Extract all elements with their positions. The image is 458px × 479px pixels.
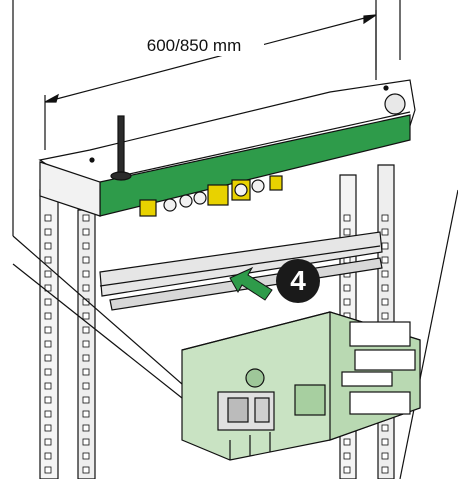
rack-hole xyxy=(381,256,389,264)
rack-hole xyxy=(82,410,90,418)
rack-hole xyxy=(44,270,52,278)
rack-hole xyxy=(82,382,90,390)
rack-hole xyxy=(44,340,52,348)
dimension-label: 600/850 mm xyxy=(124,36,264,56)
rack-hole xyxy=(82,214,90,222)
rack-hole xyxy=(82,326,90,334)
rack-hole xyxy=(82,368,90,376)
antenna-icon xyxy=(110,115,132,181)
rack-hole xyxy=(44,438,52,446)
rack-hole xyxy=(343,466,351,474)
rack-hole xyxy=(343,298,351,306)
rack-hole xyxy=(343,452,351,460)
rack-hole xyxy=(82,284,90,292)
rack-hole xyxy=(381,424,389,432)
rack-hole xyxy=(44,382,52,390)
rack-hole xyxy=(82,270,90,278)
rack-hole xyxy=(343,284,351,292)
callout-lines xyxy=(12,235,183,399)
rack-hole xyxy=(44,256,52,264)
rack-hole xyxy=(44,312,52,320)
rack-hole xyxy=(44,424,52,432)
rack-hole xyxy=(82,452,90,460)
rack-hole xyxy=(381,298,389,306)
rack-hole xyxy=(381,270,389,278)
rack-hole xyxy=(44,396,52,404)
rack-hole xyxy=(82,340,90,348)
rack-hole xyxy=(343,228,351,236)
rack-hole xyxy=(82,438,90,446)
rack-hole xyxy=(82,256,90,264)
rack-hole xyxy=(44,466,52,474)
rack-hole xyxy=(82,396,90,404)
rack-hole xyxy=(381,438,389,446)
push-arrow-icon xyxy=(229,266,273,301)
rack-hole xyxy=(381,452,389,460)
gateway-housing xyxy=(38,79,416,217)
rack-hole xyxy=(82,466,90,474)
rack-hole xyxy=(381,214,389,222)
rack-hole xyxy=(44,452,52,460)
rack-hole xyxy=(343,438,351,446)
rack-hole xyxy=(44,354,52,362)
rack-hole xyxy=(44,326,52,334)
rack-hole xyxy=(44,228,52,236)
rack-hole xyxy=(82,354,90,362)
rack-hole xyxy=(44,298,52,306)
rack-hole xyxy=(381,284,389,292)
rack-hole xyxy=(82,242,90,250)
dimension-arrow xyxy=(44,10,377,150)
rack-hole xyxy=(82,424,90,432)
rack-hole xyxy=(44,242,52,250)
step-number-badge: 4 xyxy=(276,259,320,303)
rack-hole xyxy=(381,466,389,474)
rack-hole xyxy=(381,228,389,236)
rack-hole xyxy=(82,228,90,236)
rack-hole xyxy=(82,312,90,320)
rack-hole xyxy=(44,214,52,222)
rack-hole xyxy=(381,312,389,320)
rack-hole xyxy=(381,242,389,250)
rack-hole xyxy=(343,214,351,222)
rack-hole xyxy=(44,410,52,418)
switch-module xyxy=(181,311,421,461)
rack-hole xyxy=(44,368,52,376)
